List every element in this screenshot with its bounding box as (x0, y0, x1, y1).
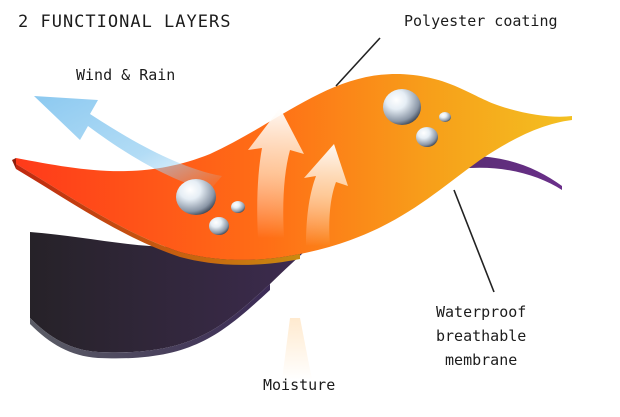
vapor-arrow-icon (248, 108, 304, 238)
polyester-layer (12, 73, 572, 265)
membrane-label-line-3: membrane (445, 351, 518, 369)
membrane-leader-line (453, 189, 495, 293)
wind-rain-arrow-icon (34, 96, 222, 190)
membrane-label: Waterproof breathable membrane (436, 300, 526, 372)
water-droplets (176, 89, 451, 235)
moisture-arrow-icon (282, 318, 312, 380)
polyester-leader-line (335, 37, 381, 87)
diagram-title: 2 FUNCTIONAL LAYERS (18, 12, 232, 32)
membrane-label-line-1: Waterproof (436, 303, 527, 321)
membrane-label-line-2: breathable (436, 327, 527, 345)
polyester-coating-label: Polyester coating (404, 12, 558, 30)
vapor-arrow-icon (304, 144, 348, 246)
moisture-label: Moisture (263, 376, 336, 394)
wind-rain-label: Wind & Rain (76, 66, 176, 84)
